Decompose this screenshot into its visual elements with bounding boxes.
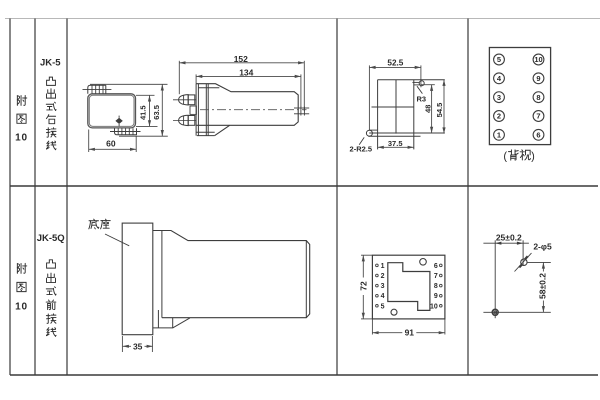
svg-text:1: 1 — [497, 130, 501, 139]
svg-text:1: 1 — [381, 263, 385, 270]
svg-text:JK-5: JK-5 — [40, 57, 61, 68]
svg-text:10: 10 — [534, 55, 542, 64]
svg-text:2: 2 — [381, 273, 385, 280]
svg-text:8: 8 — [434, 283, 438, 290]
svg-text:3: 3 — [497, 93, 501, 102]
svg-text:60: 60 — [106, 138, 116, 148]
svg-text:3: 3 — [381, 283, 385, 290]
svg-text:6: 6 — [536, 130, 540, 139]
svg-text:JK-5Q: JK-5Q — [37, 233, 65, 244]
svg-text:8: 8 — [536, 93, 540, 102]
svg-text:(: ( — [503, 150, 507, 162]
svg-text:48: 48 — [423, 105, 432, 113]
svg-text:152: 152 — [234, 54, 248, 64]
svg-text:7: 7 — [536, 112, 540, 121]
svg-text:2-R2.5: 2-R2.5 — [350, 145, 373, 154]
svg-text:10: 10 — [430, 303, 438, 310]
svg-text:72: 72 — [358, 281, 368, 291]
svg-text:4: 4 — [381, 293, 385, 300]
svg-text:2-φ5: 2-φ5 — [533, 241, 552, 251]
svg-text:4: 4 — [497, 74, 502, 83]
svg-text:41.5: 41.5 — [139, 105, 148, 120]
svg-text:63.5: 63.5 — [152, 105, 161, 120]
svg-text:37.5: 37.5 — [388, 139, 403, 148]
svg-text:R3: R3 — [417, 95, 427, 104]
svg-text:): ) — [531, 150, 535, 162]
svg-text:5: 5 — [381, 303, 385, 310]
svg-text:6: 6 — [434, 263, 438, 270]
svg-text:7: 7 — [434, 273, 438, 280]
svg-text:10: 10 — [15, 301, 28, 312]
svg-text:35: 35 — [133, 341, 143, 351]
svg-text:9: 9 — [536, 74, 540, 83]
svg-text:10: 10 — [15, 132, 28, 143]
svg-text:52.5: 52.5 — [387, 58, 403, 67]
svg-text:91: 91 — [405, 328, 415, 338]
svg-text:54.5: 54.5 — [435, 103, 444, 118]
svg-text:134: 134 — [239, 67, 253, 77]
svg-text:58±0.2: 58±0.2 — [537, 273, 547, 299]
svg-text:2: 2 — [497, 112, 501, 121]
svg-text:5: 5 — [497, 55, 501, 64]
svg-text:9: 9 — [434, 293, 438, 300]
svg-text:25±0.2: 25±0.2 — [496, 232, 522, 242]
